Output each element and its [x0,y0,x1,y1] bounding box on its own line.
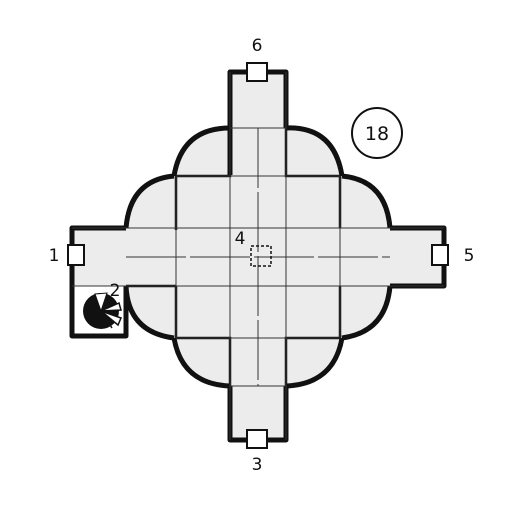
marker-3: 3 [252,455,263,475]
door-north [246,62,268,82]
doors [67,62,449,449]
marker-4: 4 [235,229,246,249]
floor-grid [72,72,444,440]
marker-5: 5 [464,246,475,266]
room-number-badge: 18 [351,107,403,159]
door-south [246,429,268,449]
marker-6: 6 [252,36,263,56]
marker-1: 1 [49,246,60,266]
room-number: 18 [365,123,389,145]
door-west [67,244,85,266]
marker-2: 2 [110,281,121,301]
spiral-stair-icon [83,292,123,329]
door-east [431,244,449,266]
trapdoor [250,245,272,267]
